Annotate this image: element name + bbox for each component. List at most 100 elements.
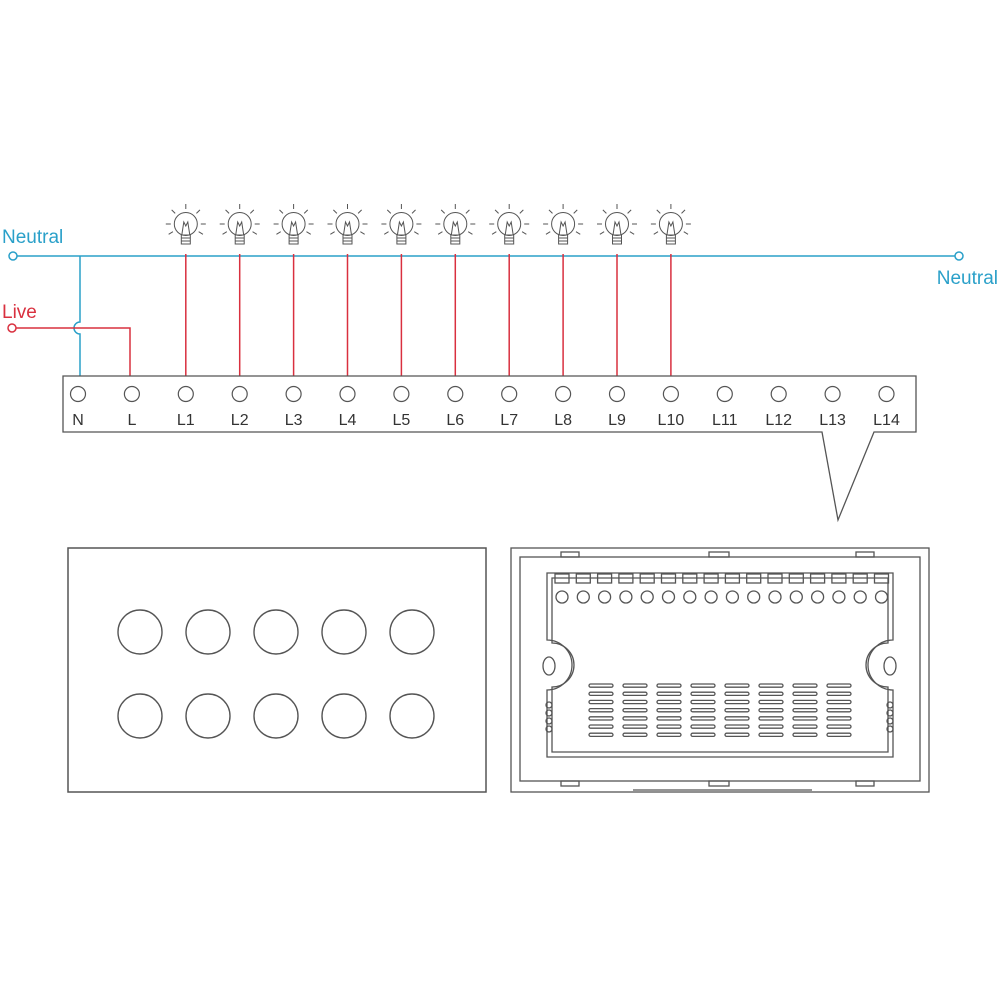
bulb-glass xyxy=(227,212,252,236)
neutral-left-label: Neutral xyxy=(2,227,63,248)
light-bulb-icon xyxy=(543,204,584,245)
terminal-label: L4 xyxy=(339,412,357,429)
vent-slot xyxy=(656,699,682,705)
bulb-ray xyxy=(653,231,659,235)
back-terminal-hole-icon xyxy=(576,590,590,604)
bulb-glass xyxy=(281,212,306,236)
light-bulb-icon xyxy=(381,204,422,245)
vent-slot xyxy=(758,732,784,738)
bulb-ray xyxy=(521,231,527,235)
bulb-ray xyxy=(252,231,258,235)
vent-slot xyxy=(792,716,818,721)
back-terminal-hole-icon xyxy=(768,590,782,604)
vent-slot xyxy=(588,732,614,738)
neutral-wiring xyxy=(8,251,964,383)
terminal-label: L9 xyxy=(608,412,626,429)
bulb-ray xyxy=(222,231,228,235)
terminal-label: L2 xyxy=(231,412,249,429)
vent-slot xyxy=(758,707,784,713)
live-terminal-icon xyxy=(7,323,17,333)
bulb-filament xyxy=(666,220,676,236)
vent-slot xyxy=(724,732,750,738)
side-notch-right xyxy=(886,701,894,709)
bulb-base xyxy=(288,234,299,245)
back-clip-icon xyxy=(708,551,730,558)
neutral-left-terminal-icon xyxy=(8,251,18,261)
back-terminal-block xyxy=(767,573,783,584)
bulb-filament xyxy=(612,220,622,236)
vent-slot xyxy=(588,724,614,729)
bulb-base xyxy=(558,234,569,245)
terminal-label: L10 xyxy=(658,412,685,429)
back-terminal-hole-icon xyxy=(725,590,740,604)
vent-slot xyxy=(656,691,682,697)
back-terminal-hole-icon xyxy=(619,590,633,604)
bulb-ray xyxy=(683,231,689,235)
vent-slot xyxy=(622,732,648,738)
terminal-screw-icon xyxy=(447,385,464,403)
bulb-ray xyxy=(494,209,499,214)
terminal-label: L14 xyxy=(873,412,900,429)
back-terminal-hole-icon xyxy=(874,590,889,604)
vent-slot xyxy=(792,683,818,688)
light-bulb-icon xyxy=(219,204,260,245)
bulb-ray xyxy=(545,231,551,235)
terminal-label: L7 xyxy=(500,412,518,429)
vent-slot xyxy=(622,724,648,729)
back-terminal-hole-icon xyxy=(853,590,867,604)
bulb-glass xyxy=(658,212,683,236)
vent-slot xyxy=(622,699,648,705)
terminal-label: L5 xyxy=(393,412,411,429)
vent-slot xyxy=(792,691,818,697)
back-terminal-block xyxy=(575,573,591,584)
back-side-notches xyxy=(545,701,894,733)
vent-slot xyxy=(826,707,852,713)
bulb-ray xyxy=(411,209,416,214)
back-terminal-hole-icon xyxy=(789,590,803,604)
bulb-glass xyxy=(173,212,198,236)
vent-slot xyxy=(826,691,852,697)
vent-slot xyxy=(758,691,784,697)
bulb-ray xyxy=(357,209,362,214)
neutral-drop-wire xyxy=(73,256,81,383)
touch-button xyxy=(389,609,435,655)
bulb-ray xyxy=(575,231,581,235)
back-terminal-block xyxy=(554,573,570,584)
touch-button xyxy=(321,609,367,655)
light-bulb-icon xyxy=(327,204,368,245)
bulb-base xyxy=(342,234,353,245)
vent-slot xyxy=(588,707,614,713)
vent-slot xyxy=(588,699,614,705)
back-housing-inner-outline xyxy=(551,577,889,753)
vent-slot xyxy=(690,707,716,713)
back-terminal-block xyxy=(660,573,677,584)
back-terminal-hole-icon xyxy=(683,590,697,604)
back-housing-outline xyxy=(546,572,894,758)
vent-slot xyxy=(656,716,682,721)
vent-slot xyxy=(724,691,750,697)
vent-slot xyxy=(622,691,648,697)
bulb-ray xyxy=(198,231,204,235)
bulb-filament xyxy=(181,220,191,236)
vent-slot xyxy=(690,691,716,697)
back-terminal-hole-icon xyxy=(747,590,761,604)
back-terminal-hole-icon xyxy=(810,590,825,604)
vent-slot xyxy=(622,716,648,721)
back-terminal-block xyxy=(873,573,890,584)
terminal-screw-icon xyxy=(878,385,895,403)
vent-slot xyxy=(792,699,818,705)
bulb-ray xyxy=(279,209,284,214)
bulb-ray xyxy=(386,209,392,214)
back-terminal-hole-icon xyxy=(832,590,846,604)
back-terminal-block xyxy=(596,573,613,584)
terminal-label: L6 xyxy=(446,412,464,429)
vent-slot xyxy=(826,683,852,688)
bulb-ray xyxy=(168,231,174,235)
bulb-ray xyxy=(440,209,446,214)
bulb-ray xyxy=(360,231,365,235)
back-terminal-block xyxy=(703,573,719,584)
bulb-ray xyxy=(330,231,335,235)
vent-slot xyxy=(826,716,852,721)
terminal-label: N xyxy=(72,412,84,429)
side-notch-right xyxy=(886,709,894,717)
